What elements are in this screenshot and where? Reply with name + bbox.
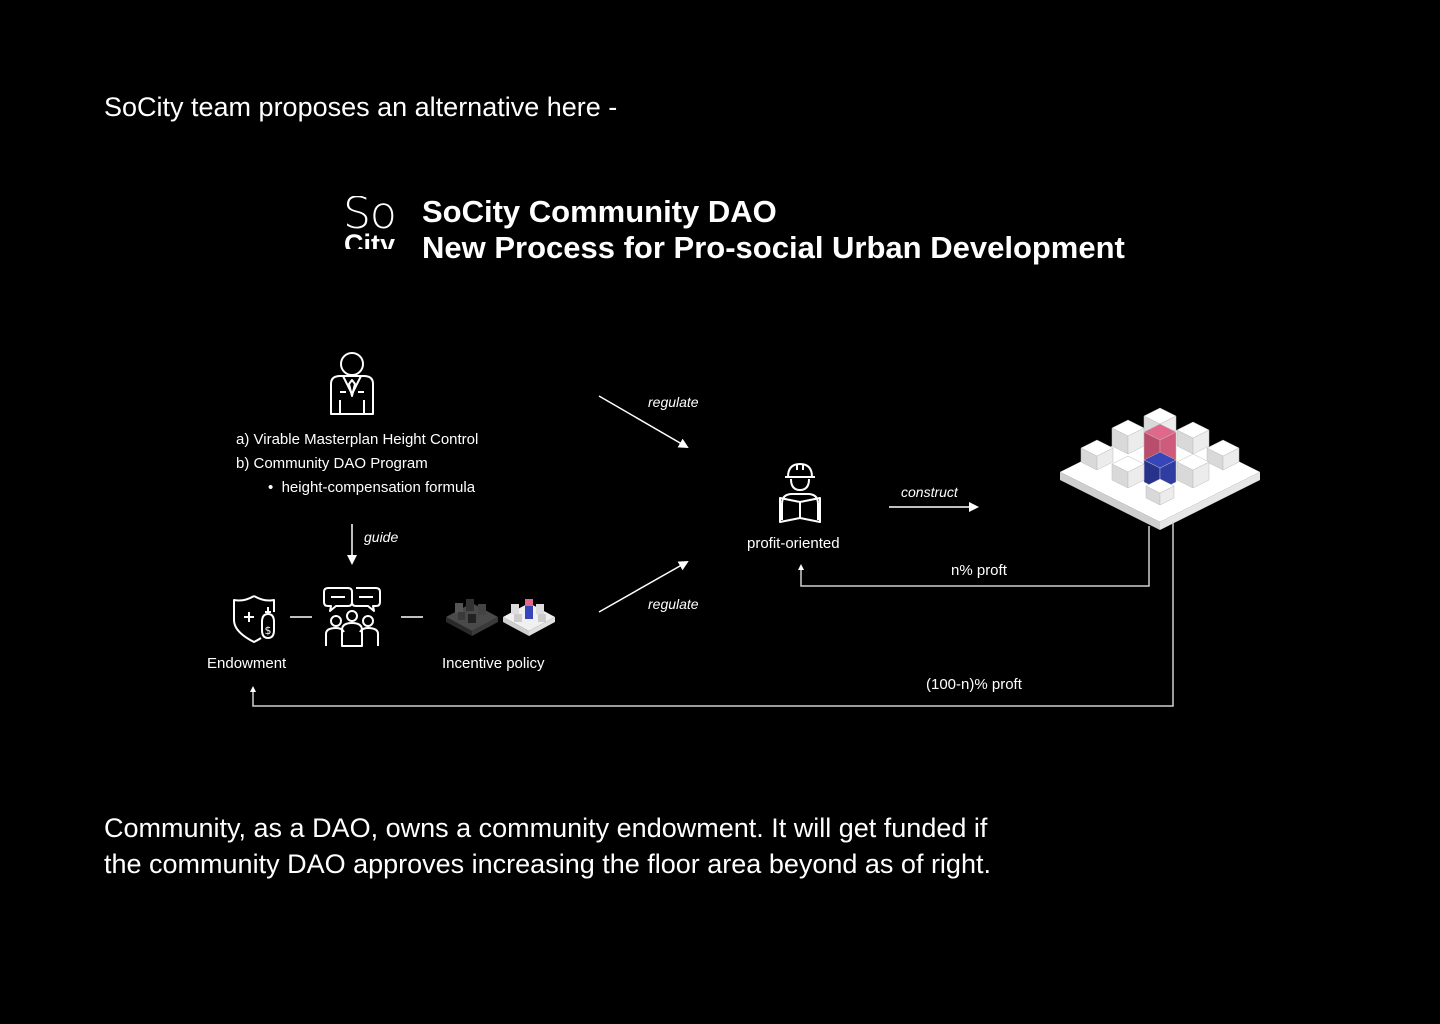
n-profit-line xyxy=(798,526,1150,587)
title-line-2: New Process for Pro-social Urban Develop… xyxy=(422,230,1125,265)
incentive-policy-label: Incentive policy xyxy=(442,655,545,672)
program-subitem-text: height-compensation formula xyxy=(281,479,476,496)
community-group-icon xyxy=(323,587,381,647)
intro-text: SoCity team proposes an alternative here… xyxy=(104,92,618,122)
regulate-top-arrow xyxy=(598,395,689,449)
regulate-bottom-arrow xyxy=(598,561,689,613)
construct-label: construct xyxy=(901,484,958,500)
official-person-icon xyxy=(330,352,374,415)
regulator-program-list: a) Virable Masterplan Height Control b) … xyxy=(236,428,478,500)
dark-building-model xyxy=(446,599,498,636)
regulate-bottom-label: regulate xyxy=(648,596,699,612)
footer-line-2: the community DAO approves increasing th… xyxy=(104,849,991,879)
iso-building-front xyxy=(1145,478,1175,506)
isometric-city-block-icon xyxy=(1060,407,1260,530)
footer-text: Community, as a DAO, owns a community en… xyxy=(104,810,991,882)
iso-building-right xyxy=(1206,439,1240,471)
rest-profit-label: (100-n)% proft xyxy=(926,676,1022,693)
shield-money-icon: $ xyxy=(233,595,275,643)
guide-label: guide xyxy=(364,529,399,545)
title-line-1: SoCity Community DAO xyxy=(422,194,777,229)
developer-label: profit-oriented xyxy=(747,535,840,552)
iso-building-left xyxy=(1080,439,1114,471)
iso-building-front-left xyxy=(1111,455,1145,489)
logo-top-text: So xyxy=(343,196,397,239)
program-item-b: b) Community DAO Program xyxy=(236,455,428,472)
iso-building-front-right xyxy=(1176,453,1210,489)
program-subitem: • height-compensation formula xyxy=(268,479,476,496)
iso-building-back-right xyxy=(1176,421,1210,455)
light-building-model xyxy=(503,599,555,636)
iso-buildings xyxy=(1080,407,1240,506)
building-models-icon xyxy=(446,599,555,636)
footer-line-1: Community, as a DAO, owns a community en… xyxy=(104,813,988,843)
logo-bottom-text: City xyxy=(344,229,396,249)
diagram-title: SoCity Community DAO New Process for Pro… xyxy=(422,194,1125,266)
socity-logo: So City xyxy=(343,196,409,256)
n-profit-label: n% proft xyxy=(951,562,1007,579)
program-item-a: a) Virable Masterplan Height Control xyxy=(236,431,479,448)
svg-text:$: $ xyxy=(265,624,272,637)
construction-worker-icon xyxy=(779,463,821,523)
rest-profit-line xyxy=(250,522,1174,707)
endowment-label: Endowment xyxy=(207,655,287,672)
iso-building-back-left xyxy=(1111,419,1145,455)
regulate-top-label: regulate xyxy=(648,394,699,410)
